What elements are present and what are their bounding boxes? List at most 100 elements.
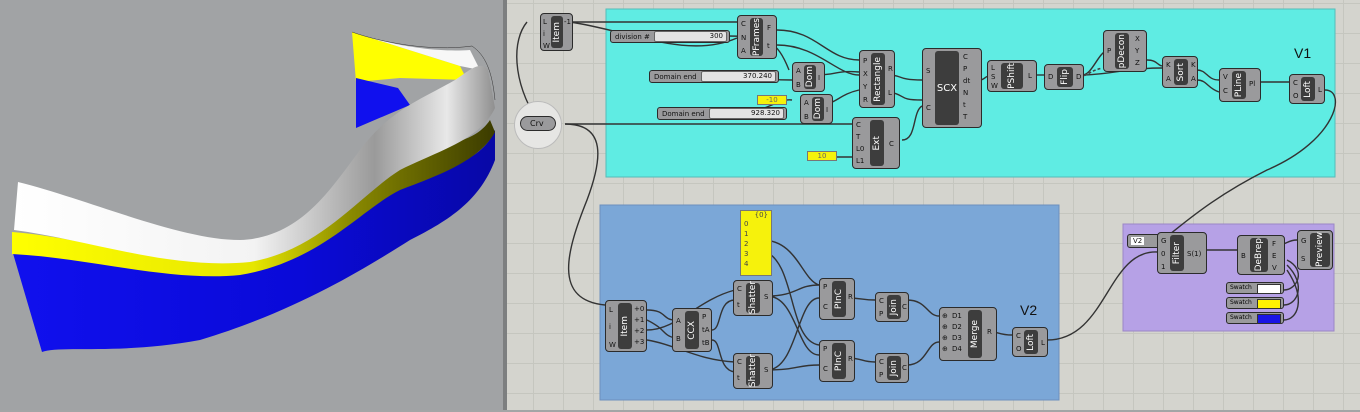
loft-surface-render: [12, 31, 496, 352]
rect-input-x: X: [863, 70, 868, 78]
panel-10-value: 10: [817, 152, 827, 160]
loft-v1-input-c: C: [1293, 79, 1298, 87]
rhino-viewport[interactable]: [0, 0, 503, 410]
preview-component[interactable]: G S Preview: [1297, 230, 1333, 270]
dom2-output: I: [826, 106, 829, 114]
rectangle-component[interactable]: P X Y R Rectangle R L: [859, 50, 895, 108]
debrep-component[interactable]: B DeBrep F E V: [1237, 235, 1285, 275]
domain-end-1-label: Domain end: [654, 72, 697, 81]
scx-component[interactable]: S C SCX C P dt N t T: [922, 48, 982, 128]
loft-component-v2[interactable]: C O Loft L: [1012, 327, 1048, 357]
shatter2-output: S: [764, 366, 769, 374]
index-panel[interactable]: {0} 0 1 2 3 4: [740, 210, 772, 276]
ext-component[interactable]: C T L0 L1 Ext C: [852, 117, 900, 169]
filter-component[interactable]: G 0 1 Filter S(1): [1157, 232, 1207, 274]
sort-component[interactable]: K A Sort K A: [1162, 56, 1198, 88]
domain-end-2-label: Domain end: [662, 109, 705, 118]
pdecon-component[interactable]: P pDecon X Y Z: [1103, 30, 1147, 72]
ext-input-l0: L0: [856, 145, 865, 153]
crv-param[interactable]: Crv: [520, 116, 556, 131]
division-slider[interactable]: division # 300: [610, 30, 730, 43]
merge-plus-icon[interactable]: ⊕: [942, 312, 948, 320]
swatch-yellow[interactable]: Swatch: [1226, 297, 1284, 309]
panel-minus-10[interactable]: -10: [757, 95, 787, 105]
flip-component[interactable]: D Flip D: [1044, 64, 1084, 90]
debrep-title: DeBrep: [1254, 238, 1264, 272]
item-top-input-l: L: [543, 18, 547, 26]
pdecon-input-p: P: [1107, 47, 1112, 55]
dom-component-1[interactable]: A B Dom I: [792, 62, 825, 92]
viewport-splitter[interactable]: [503, 0, 507, 410]
dom-component-2[interactable]: A B Dom I: [800, 94, 833, 124]
swatch-white[interactable]: Swatch: [1226, 282, 1284, 294]
scx-output-c: C: [963, 53, 968, 61]
rect-output-r: R: [888, 65, 893, 73]
join-component-1[interactable]: C P Join C: [875, 292, 909, 322]
scx-output-n: N: [963, 89, 969, 97]
grasshopper-canvas[interactable]: Crv L i W Item -1 C N A PFrames F t divi…: [507, 0, 1360, 410]
pinc-component-1[interactable]: P C PInC R: [819, 278, 855, 320]
domain-end-1-value: 370.240: [743, 72, 772, 80]
merge-plus-icon[interactable]: ⊕: [942, 334, 948, 342]
ccx-output-ta: tA: [702, 326, 710, 334]
loft-v2-output: L: [1041, 339, 1045, 347]
ext-input-c: C: [856, 121, 861, 129]
scx-title: SCX: [936, 82, 958, 94]
item-bottom-output-1: +1: [634, 316, 645, 324]
domain-end-slider-1[interactable]: Domain end 370.240: [649, 70, 779, 83]
loft-v2-title: Loft: [1026, 333, 1036, 351]
merge-input-d4: D4: [952, 345, 962, 353]
scx-output-p: P: [963, 65, 968, 73]
join1-title: Join: [889, 298, 899, 316]
item-bottom-output-3: +3: [634, 338, 645, 346]
join1-input-p: P: [879, 310, 884, 318]
domain-end-slider-2[interactable]: Domain end 928.320: [657, 107, 787, 120]
item-bottom-output-2: +2: [634, 327, 645, 335]
sort-output-k: K: [1191, 61, 1196, 69]
index-panel-row: 0: [744, 220, 749, 228]
merge-title: Merge: [970, 319, 980, 349]
item-component-bottom[interactable]: L i W Item +0 +1 +2 +3: [605, 300, 647, 352]
debrep-output-e: E: [1272, 252, 1277, 260]
ccx-component[interactable]: A B CCX P tA tB: [672, 308, 712, 352]
pline-input-c: C: [1223, 87, 1228, 95]
join-component-2[interactable]: C P Join C: [875, 353, 909, 383]
shatter1-title: Shatter: [748, 281, 758, 315]
ext-title: Ext: [872, 135, 882, 151]
pframes-component[interactable]: C N A PFrames F t: [737, 15, 777, 59]
rect-output-l: L: [888, 89, 892, 97]
shatter-component-1[interactable]: C t Shatter S: [733, 280, 773, 316]
item-top-input-i: i: [543, 30, 545, 38]
pinc2-output: R: [848, 355, 853, 363]
index-panel-row: 3: [744, 250, 749, 258]
panel-10[interactable]: 10: [807, 151, 837, 161]
swatch-white-color[interactable]: [1257, 284, 1281, 294]
pshift-input-s: S: [991, 73, 996, 81]
loft-component-v1[interactable]: C O Loft L: [1289, 74, 1325, 104]
join1-input-c: C: [879, 297, 884, 305]
shatter1-output: S: [764, 293, 769, 301]
shatter2-input-t: t: [737, 374, 740, 382]
merge-output: R: [987, 328, 992, 336]
item-component-top[interactable]: L i W Item -1: [540, 13, 573, 51]
pshift-component[interactable]: L S W PShift L: [987, 60, 1037, 92]
swatch-blue-color[interactable]: [1257, 314, 1281, 324]
shatter-component-2[interactable]: C t Shatter S: [733, 353, 773, 389]
pline-component[interactable]: V C PLine Pl: [1219, 68, 1261, 102]
preview-input-g: G: [1301, 237, 1307, 245]
dom1-input-a: A: [796, 67, 801, 75]
item-top-title: Item: [552, 21, 562, 43]
pinc1-title: PInC: [834, 288, 844, 310]
merge-component[interactable]: ⊕ ⊕ ⊕ ⊕ D1 D2 D3 D4 Merge R: [939, 307, 997, 361]
merge-plus-icon[interactable]: ⊕: [942, 323, 948, 331]
swatch-yellow-color[interactable]: [1257, 299, 1281, 309]
swatch-blue[interactable]: Swatch: [1226, 312, 1284, 324]
pinc1-input-c: C: [823, 303, 828, 311]
ccx-input-b: B: [676, 335, 681, 343]
division-slider-value: 300: [709, 32, 723, 40]
debrep-output-f: F: [1272, 240, 1277, 248]
pinc-component-2[interactable]: P C PInC R: [819, 340, 855, 382]
loft-v1-title: Loft: [1303, 80, 1313, 98]
merge-plus-icon[interactable]: ⊕: [942, 345, 948, 353]
value-list-selected: V2: [1131, 237, 1145, 245]
